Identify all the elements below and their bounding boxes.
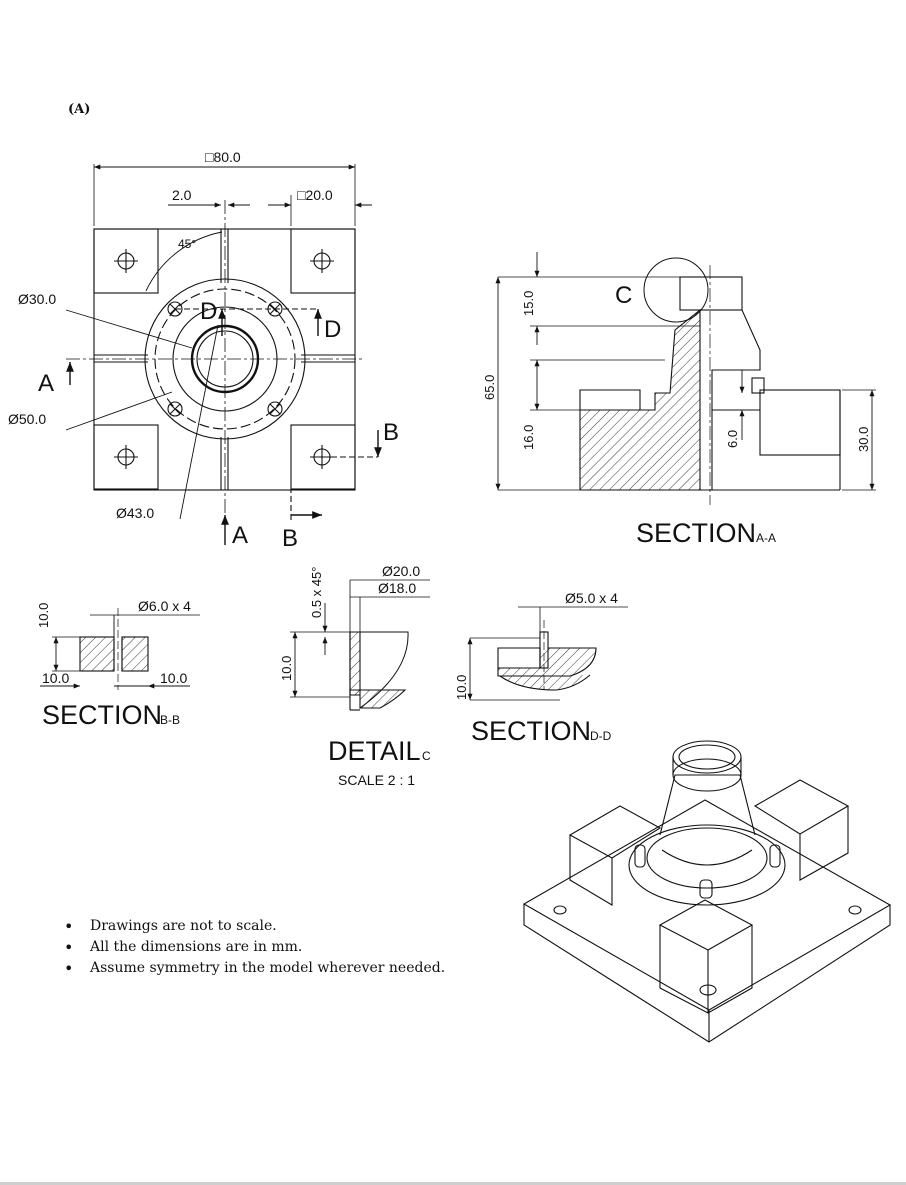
cut-label-b-bottom: B xyxy=(282,525,298,552)
cut-label-d-left: D xyxy=(200,298,217,325)
detail-c xyxy=(290,579,430,711)
dim-right-bb: 10.0 xyxy=(160,670,187,686)
notes-list: Drawings are not to scale. All the dimen… xyxy=(62,917,445,981)
corner-holes xyxy=(114,249,334,469)
dim-16: 16.0 xyxy=(521,425,536,450)
dim-height-c: 10.0 xyxy=(279,656,294,681)
dim-left-bb: 10.0 xyxy=(42,670,69,686)
dim-pad: □20.0 xyxy=(297,187,333,203)
section-dd xyxy=(467,606,628,701)
note-item: Drawings are not to scale. xyxy=(62,917,445,939)
isometric-view xyxy=(522,740,892,1043)
dim-dia-43: Ø43.0 xyxy=(116,505,154,521)
note-item: All the dimensions are in mm. xyxy=(62,938,445,960)
section-bb-suffix: B-B xyxy=(160,713,180,727)
dim-height-bb: 10.0 xyxy=(36,603,51,628)
section-dd-suffix: D-D xyxy=(590,729,612,743)
figure-label: (A) xyxy=(68,102,90,117)
dim-30: 30.0 xyxy=(856,427,871,452)
detail-c-scale: SCALE 2 : 1 xyxy=(338,772,415,788)
dim-chamfer: 0.5 x 45° xyxy=(309,567,324,618)
section-bb-title: SECTION xyxy=(42,700,162,730)
note-item: Assume symmetry in the model wherever ne… xyxy=(62,959,445,981)
dim-15: 15.0 xyxy=(521,291,536,316)
section-aa-suffix: A-A xyxy=(756,531,776,545)
dim-gap: 2.0 xyxy=(172,187,192,203)
dim-height-dd: 10.0 xyxy=(454,675,469,700)
dim-6: 6.0 xyxy=(725,430,740,448)
dim-hole-bb: Ø6.0 x 4 xyxy=(138,598,191,614)
top-view xyxy=(65,164,382,545)
dim-pin-dd: Ø5.0 x 4 xyxy=(565,590,618,606)
detail-marker-c: C xyxy=(615,282,632,309)
section-dd-title: SECTION xyxy=(471,716,591,746)
corner-pad xyxy=(290,228,356,294)
dim-65: 65.0 xyxy=(482,375,497,400)
cut-label-a-bottom: A xyxy=(232,522,248,549)
dim-dia-30: Ø30.0 xyxy=(18,291,56,307)
dim-dia-50: Ø50.0 xyxy=(8,411,46,427)
dim-overall: □80.0 xyxy=(205,149,241,165)
dim-d20: Ø20.0 xyxy=(382,563,420,579)
dim-d18: Ø18.0 xyxy=(378,580,416,596)
cut-label-b-right: B xyxy=(383,419,399,446)
detail-c-title: DETAIL xyxy=(328,736,421,766)
dim-angle: 45° xyxy=(178,237,196,251)
cut-label-a-left: A xyxy=(38,370,54,397)
corner-pad xyxy=(93,228,159,294)
section-aa xyxy=(495,252,876,505)
corner-pad xyxy=(93,424,159,490)
detail-c-suffix: C xyxy=(422,749,431,763)
section-aa-title: SECTION xyxy=(636,518,756,548)
cut-label-d-right: D xyxy=(324,316,341,343)
section-bb xyxy=(40,608,200,690)
page-bottom-rule xyxy=(0,1182,906,1185)
